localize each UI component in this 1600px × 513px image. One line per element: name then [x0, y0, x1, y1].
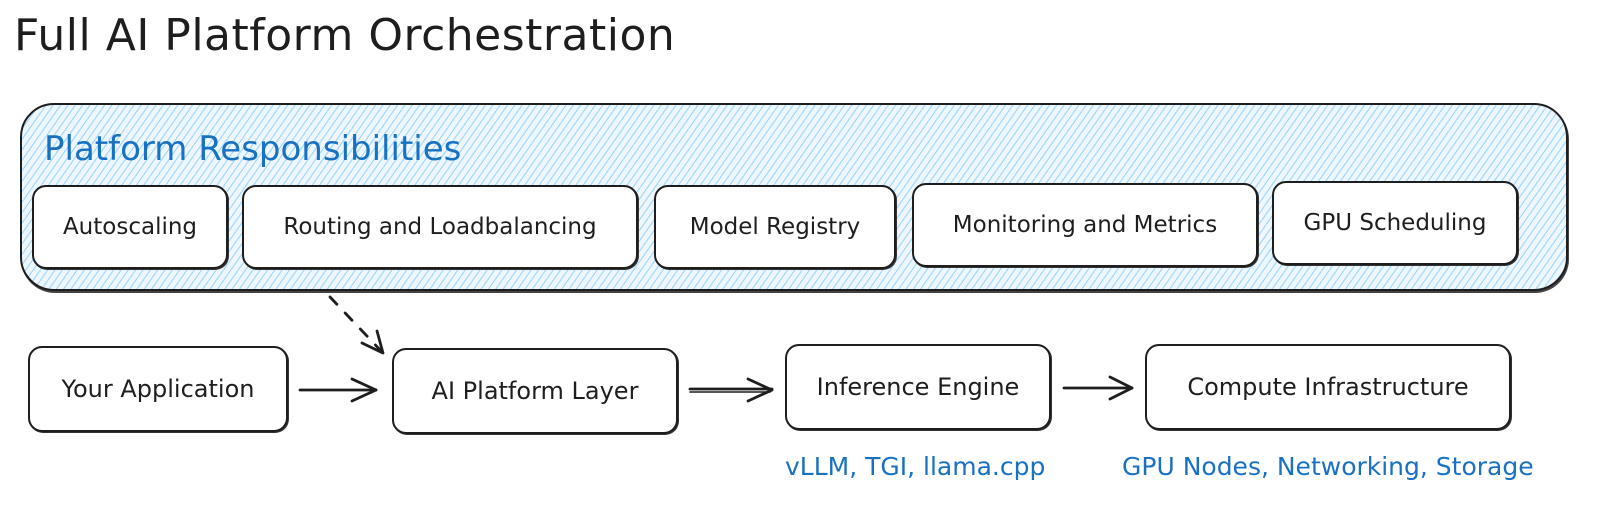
box-label: Routing and Loadbalancing: [283, 214, 597, 240]
your-application-box[interactable]: Your Application: [28, 346, 288, 432]
autoscaling-box[interactable]: Autoscaling: [32, 185, 228, 269]
box-label: Compute Infrastructure: [1187, 373, 1469, 401]
box-label: Your Application: [61, 375, 255, 403]
box-label: Model Registry: [689, 214, 861, 240]
diagram-title: Full AI Platform Orchestration: [14, 10, 676, 61]
gpu-scheduling-box[interactable]: GPU Scheduling: [1272, 181, 1518, 265]
compute-infrastructure-box[interactable]: Compute Infrastructure: [1145, 344, 1511, 430]
arrow-engine-to-compute: [1062, 375, 1134, 401]
inference-engine-box[interactable]: Inference Engine: [785, 344, 1051, 430]
group-title: Platform Responsibilities: [44, 129, 462, 169]
routing-loadbalancing-box[interactable]: Routing and Loadbalancing: [242, 185, 638, 269]
ai-platform-layer-box[interactable]: AI Platform Layer: [392, 348, 678, 434]
inference-engine-note: vLLM, TGI, llama.cpp: [785, 452, 1046, 481]
box-label: AI Platform Layer: [431, 377, 639, 405]
platform-responsibilities-group[interactable]: Platform Responsibilities Autoscaling Ro…: [20, 103, 1568, 291]
arrow-app-to-layer: [298, 377, 378, 403]
monitoring-metrics-box[interactable]: Monitoring and Metrics: [912, 183, 1258, 267]
box-label: Inference Engine: [816, 373, 1020, 401]
arrow-layer-to-engine: [688, 377, 774, 403]
box-label: Monitoring and Metrics: [952, 212, 1218, 238]
box-label: GPU Scheduling: [1303, 210, 1487, 236]
dashed-arrow-platform-to-layer: [328, 295, 385, 355]
compute-infrastructure-note: GPU Nodes, Networking, Storage: [1122, 452, 1534, 481]
box-label: Autoscaling: [62, 214, 198, 240]
model-registry-box[interactable]: Model Registry: [654, 185, 896, 269]
